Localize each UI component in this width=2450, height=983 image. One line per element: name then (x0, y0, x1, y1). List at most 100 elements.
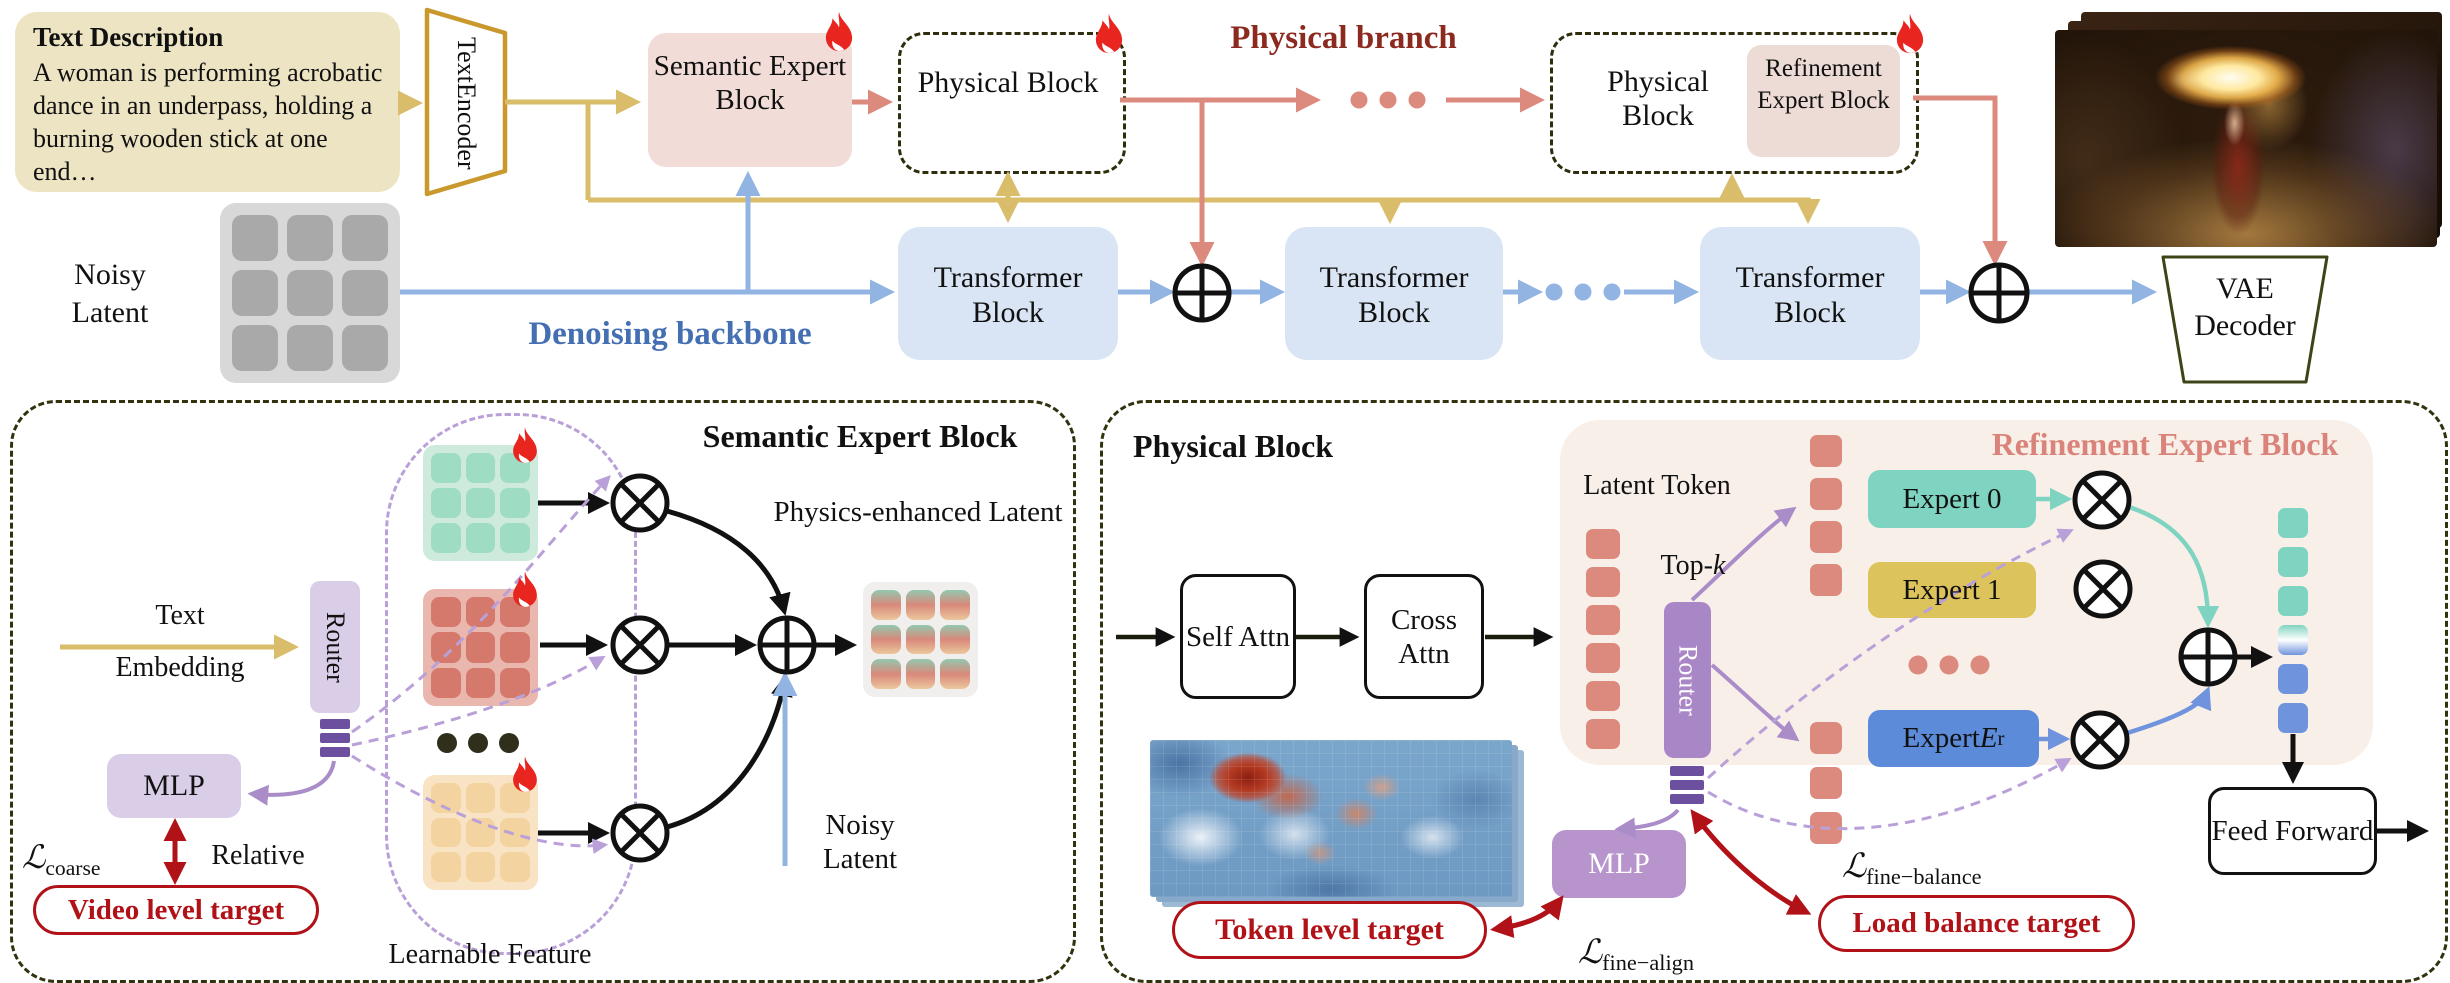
learnable-feature-label: Learnable Feature (388, 939, 592, 970)
physical-branch-label: Physical branch (1230, 20, 1457, 56)
noisy-latent-grid (220, 203, 400, 383)
physical-block-2-label: Physical Block (1607, 65, 1709, 132)
grid-cell (905, 624, 936, 655)
sum-node-1 (1172, 263, 1232, 323)
grid-cell (500, 488, 530, 518)
semantic-panel-title: Semantic Expert Block (702, 418, 1018, 454)
vae-decoder-label: VAE Decoder (2194, 272, 2296, 342)
self-attn-box (1180, 574, 1296, 699)
grid-cell (500, 523, 530, 553)
fire-icon (506, 426, 544, 469)
refinement-expert-block-label: Refinement Expert Block (1757, 55, 1890, 114)
fine-align-loss-label: ℒfine−align (1578, 934, 1694, 976)
grid-cell (431, 488, 461, 518)
physical-router-box (1664, 602, 1711, 758)
grid-cell (431, 523, 461, 553)
physical-router-weight-bar (1670, 766, 1704, 776)
semantic-mlp-label: MLP (143, 769, 205, 802)
video-level-target-label: Video level target (67, 893, 285, 926)
semantic-router-weight-bar (320, 719, 350, 729)
grid-cell (871, 659, 901, 689)
load-balance-target-box (1818, 895, 2135, 952)
semantic-router-label: Router (321, 611, 350, 683)
routed-token-stack-top (1810, 435, 1842, 596)
text-description-title: Text Description (33, 22, 224, 52)
video-level-target-box (33, 885, 319, 935)
refinement-expert-block-box (1747, 45, 1900, 157)
fire-icon (1088, 12, 1130, 60)
expert-0-box (1868, 470, 2036, 528)
load-balance-target-label: Load balance target (1852, 907, 2101, 939)
grid-cell (465, 523, 496, 553)
token-level-target-box (1172, 901, 1487, 959)
grid-cell (465, 453, 496, 483)
grid-cell (431, 597, 461, 628)
fire-icon (506, 570, 544, 613)
grid-cell (232, 215, 278, 261)
feed-forward-box (2208, 787, 2377, 875)
sum-node-2 (1968, 262, 2030, 324)
denoising-backbone-label: Denoising backbone (528, 316, 812, 352)
grid-cell (431, 783, 461, 813)
grid-cell (431, 852, 461, 882)
fire-icon (1889, 12, 1931, 60)
physical-block-1-label: Physical Block (917, 66, 1099, 99)
mixed-output-token-column (2278, 508, 2308, 733)
physics-enhanced-latent-grid (863, 582, 978, 697)
grid-cell (940, 624, 970, 655)
grid-cell (940, 590, 970, 620)
grid-cell (500, 852, 530, 882)
expert-1-label: Expert 1 (1902, 573, 2002, 606)
text-embedding-label-line1: Text (155, 600, 205, 631)
grid-cell (465, 817, 496, 848)
output-video-frame (2055, 30, 2437, 247)
grid-cell (871, 590, 901, 620)
grid-cell (905, 590, 936, 620)
refinement-expert-block-title: Refinement Expert Block (1991, 426, 2339, 462)
fire-icon (818, 10, 860, 58)
physical-router-weight-bar (1670, 780, 1704, 790)
semantic-router-weight-bar (320, 747, 350, 757)
grid-cell (500, 667, 530, 698)
transformer-block-2-label: Transformer Block (1319, 261, 1469, 329)
grid-cell (287, 325, 333, 371)
grid-cell (905, 659, 936, 689)
grid-cell (431, 817, 461, 848)
grid-cell (465, 597, 496, 628)
grid-cell (871, 624, 901, 655)
physical-mlp-label: MLP (1588, 847, 1650, 880)
fine-balance-loss-label: ℒfine−balance (1842, 848, 1982, 890)
physical-mlp-box (1552, 830, 1686, 898)
transformer-block-1-box (898, 227, 1118, 360)
transformer-block-1-label: Transformer Block (933, 261, 1083, 329)
physical-router-label: Router (1673, 644, 1703, 716)
transformer-block-3-box (1700, 227, 1920, 360)
grid-cell (940, 659, 970, 689)
semantic-panel-border (10, 400, 1076, 983)
cross-attn-box (1364, 574, 1484, 699)
latent-token-label: Latent Token (1583, 470, 1731, 501)
text-description-box (15, 12, 400, 192)
feed-forward-label: Feed Forward (2211, 815, 2374, 847)
semantic-expert-block-label: Semantic Expert Block (653, 50, 847, 116)
grid-cell (465, 852, 496, 882)
grid-cell (232, 270, 278, 316)
grid-cell (342, 325, 388, 371)
physical-block-1-box (898, 32, 1126, 174)
grid-cell (465, 783, 496, 813)
grid-cell (287, 270, 333, 316)
semantic-noisy-latent-label: Noisy Latent (822, 809, 898, 875)
self-attn-label: Self Attn (1186, 620, 1290, 653)
grid-cell (500, 632, 530, 663)
grid-cell (465, 488, 496, 518)
grid-cell (431, 632, 461, 663)
transformer-block-2-box (1285, 227, 1503, 360)
grid-cell (431, 453, 461, 483)
physical-router-weight-bar (1670, 794, 1704, 804)
semantic-expert-block-box (648, 33, 852, 167)
latent-token-stack (1586, 529, 1620, 749)
coarse-loss-label: ℒcoarse (22, 840, 101, 880)
token-level-target-label: Token level target (1215, 913, 1444, 946)
relative-label: Relative (211, 840, 305, 871)
